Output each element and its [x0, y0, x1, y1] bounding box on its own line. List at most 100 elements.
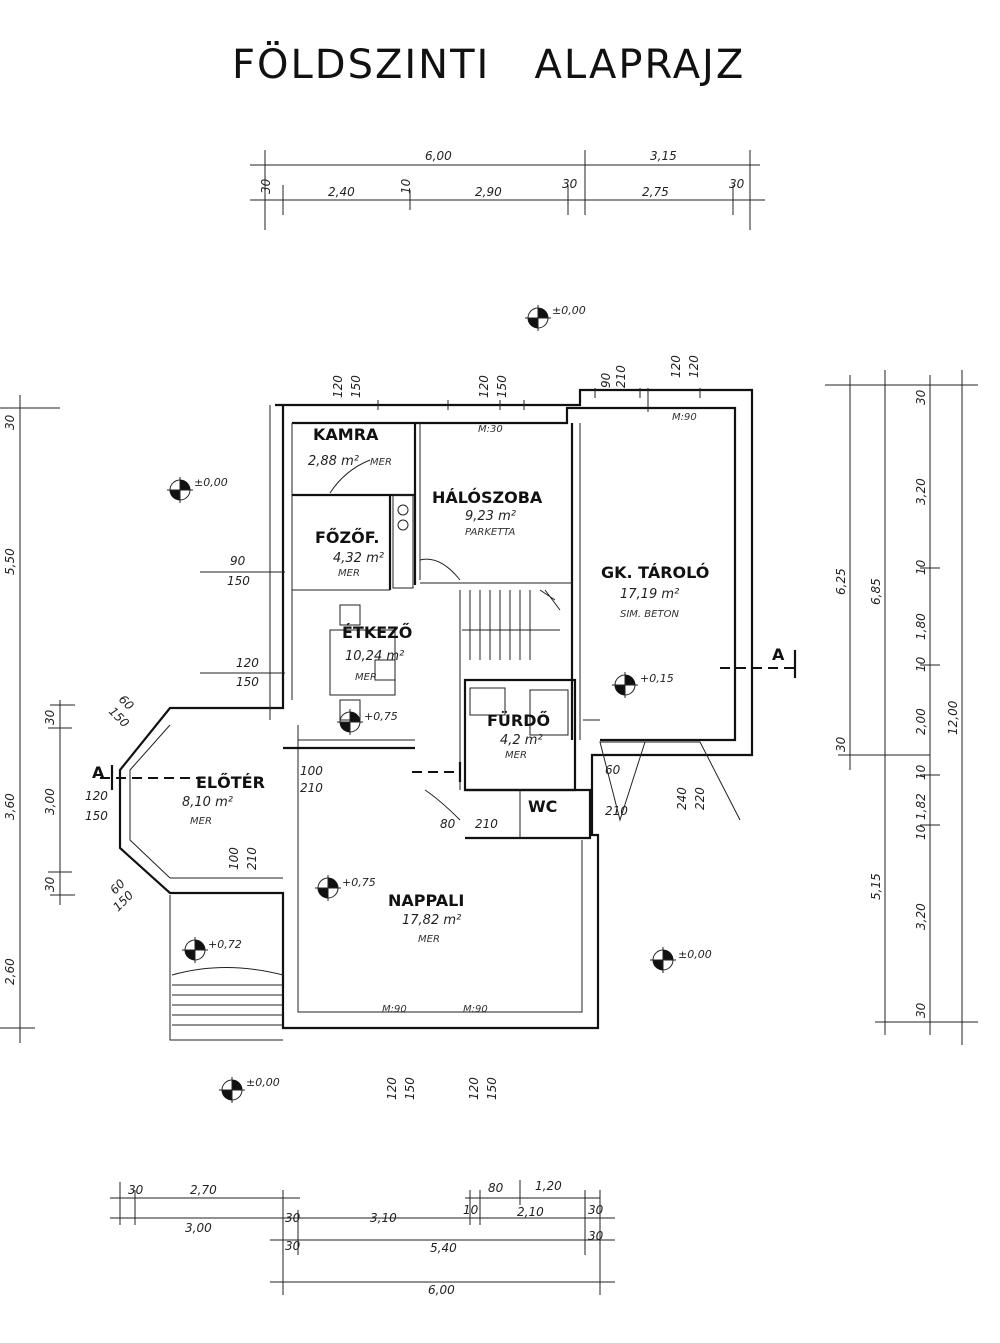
plan-title: FÖLDSZINTI ALAPRAJZ — [232, 40, 745, 88]
opening-garage-a: 240 — [675, 787, 689, 810]
dim-right-mid-1: 6,85 — [869, 578, 883, 605]
walls — [118, 388, 754, 1041]
opening-entry4-b: 210 — [245, 847, 259, 870]
dim-top-chain-3: 10 — [399, 178, 413, 194]
dim-right-mid-2: 5,15 — [869, 873, 883, 900]
opening-bottom2-a: 120 — [467, 1077, 481, 1100]
room-kamra-name: KAMRA — [313, 425, 379, 444]
opening-inner3-b: 210 — [605, 804, 628, 818]
section-line: A A — [92, 645, 797, 790]
opening-sill-top-1: M:30 — [478, 424, 503, 435]
opening-inner3-a: 60 — [605, 763, 621, 777]
opening-left1-b: 150 — [227, 574, 250, 588]
room-gk-tarolo-area: 17,19 m² — [620, 587, 679, 602]
level-tarolo-label: +0,15 — [640, 672, 674, 685]
section-mark-left: A — [92, 763, 105, 782]
opening-left1-a: 90 — [230, 554, 246, 568]
dim-bottom-row4-1: 6,00 — [428, 1283, 455, 1297]
dim-right-chain-11: 3,20 — [914, 903, 928, 930]
level-marker-etkezo: +0,75 — [337, 709, 398, 735]
dim-top-chain-6: 2,75 — [642, 185, 669, 199]
level-right-label: ±0,00 — [678, 948, 712, 961]
dim-bottom-row2-3: 3,10 — [370, 1211, 397, 1225]
opening-sill-bottom-1: M:90 — [382, 1004, 407, 1015]
opening-bottom2-b: 150 — [485, 1077, 499, 1100]
room-fozo-area: 4,32 m² — [333, 551, 384, 566]
room-wc: WC — [528, 797, 557, 816]
dim-bottom-row2-6: 30 — [588, 1203, 604, 1217]
room-haloszoba-floor: PARKETTA — [465, 527, 515, 538]
opening-top1-a: 120 — [331, 375, 345, 398]
left-dimension-chain: 30 5,50 3,60 2,60 30 3,00 30 — [0, 395, 75, 1043]
dim-top-chain-5: 30 — [562, 177, 578, 191]
level-top-label: ±0,00 — [552, 304, 586, 317]
level-marker-nappali: +0,75 — [315, 875, 376, 901]
dim-left-chain-2: 5,50 — [3, 548, 17, 575]
room-fozo: FŐZŐF. 4,32 m² MER — [315, 527, 384, 579]
level-entrance-label: +0,72 — [208, 938, 242, 951]
dim-top-overall-2: 3,15 — [650, 149, 677, 163]
opening-labels: 120 150 120 150 90 210 120 120 M:30 M:90… — [85, 355, 707, 1100]
right-dimension-chain: 12,00 6,85 5,15 6,25 30 3,20 10 1,80 10 … — [825, 370, 978, 1045]
dim-bottom-row3-2: 5,40 — [430, 1241, 457, 1255]
level-etkezo-label: +0,75 — [364, 710, 398, 723]
dim-bottom-row1-2: 2,70 — [190, 1183, 217, 1197]
opening-inner1-a: 100 — [300, 764, 323, 778]
dim-right-chain-5: 10 — [914, 656, 928, 672]
opening-left2-b: 150 — [236, 675, 259, 689]
room-furdo: FÜRDŐ 4,2 m² MER — [487, 710, 550, 761]
dim-right-chain-2: 3,20 — [914, 478, 928, 505]
opening-top4-a: 120 — [669, 355, 683, 378]
room-nappali-area: 17,82 m² — [402, 913, 461, 928]
room-nappali-name: NAPPALI — [388, 891, 464, 910]
room-gk-tarolo-floor: SIM. BETON — [620, 609, 679, 620]
dim-bottom-row2-5: 2,10 — [517, 1205, 544, 1219]
dim-bottom-row3-3: 30 — [588, 1229, 604, 1243]
dim-right-chain-6: 2,00 — [914, 708, 928, 735]
room-kamra-floor: MER — [370, 457, 392, 468]
opening-sill-top-2: M:90 — [672, 412, 697, 423]
room-nappali: NAPPALI 17,82 m² MER — [388, 891, 464, 945]
room-wc-name: WC — [528, 797, 557, 816]
dim-top-chain-4: 2,90 — [475, 185, 502, 199]
level-bottom-label: ±0,00 — [246, 1076, 280, 1089]
level-marker-tarolo: +0,15 — [612, 672, 674, 698]
dim-left-inner-2: 3,00 — [43, 788, 57, 815]
dim-top-chain-2: 2,40 — [328, 185, 355, 199]
dim-bottom-row1-1: 30 — [128, 1183, 144, 1197]
dim-right-chain-7: 30 — [834, 736, 848, 752]
opening-top3-b: 210 — [614, 365, 628, 388]
opening-top3-a: 90 — [599, 372, 613, 388]
dim-right-chain-8: 10 — [914, 764, 928, 780]
opening-inner1-b: 210 — [300, 781, 323, 795]
dim-right-chain-9: 1,82 — [914, 793, 928, 820]
opening-entry2-b: 150 — [85, 809, 108, 823]
room-etkezo-name: ÉTKEZŐ — [342, 622, 412, 642]
opening-bottom1-b: 150 — [403, 1077, 417, 1100]
room-etkezo: ÉTKEZŐ 10,24 m² MER — [342, 622, 412, 683]
dim-top-chain-7: 30 — [729, 177, 745, 191]
dim-left-inner-3: 30 — [43, 876, 57, 892]
room-eloter-name: ELŐTÉR — [196, 772, 265, 792]
opening-entry2-a: 120 — [85, 789, 108, 803]
dim-top-chain-1: 30 — [259, 178, 273, 194]
room-kamra-area: 2,88 m² — [308, 454, 359, 469]
dim-bottom-row1-3: 80 — [488, 1181, 504, 1195]
dim-left-inner-1: 30 — [43, 709, 57, 725]
dim-right-outer: 12,00 — [946, 700, 960, 735]
room-furdo-name: FÜRDŐ — [487, 710, 550, 730]
room-eloter-floor: MER — [190, 816, 212, 827]
dim-left-chain-3: 3,60 — [3, 793, 17, 820]
room-eloter-area: 8,10 m² — [182, 795, 233, 810]
dim-right-chain-1: 30 — [914, 389, 928, 405]
opening-top2-b: 150 — [495, 375, 509, 398]
room-fozo-name: FŐZŐF. — [315, 527, 379, 547]
room-etkezo-area: 10,24 m² — [345, 649, 404, 664]
room-haloszoba-area: 9,23 m² — [465, 509, 516, 524]
bottom-dimension-chain: 30 2,70 80 1,20 3,00 30 3,10 10 2,10 30 … — [110, 1179, 615, 1297]
room-nappali-floor: MER — [418, 934, 440, 945]
room-furdo-floor: MER — [505, 750, 527, 761]
opening-sill-bottom-2: M:90 — [463, 1004, 488, 1015]
top-dimension-chain: 6,00 3,15 30 2,40 10 2,90 30 2,75 30 — [250, 149, 765, 230]
